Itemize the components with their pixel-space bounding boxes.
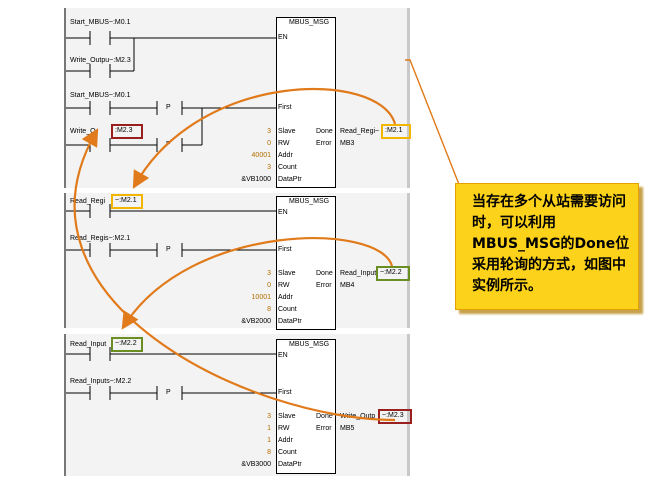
slave-value: 3	[267, 413, 271, 420]
rw-value: 0	[267, 140, 271, 147]
arrow-m2-2-loop	[121, 237, 394, 330]
positive-edge-label: P	[166, 104, 171, 111]
pin-count: Count	[278, 306, 297, 313]
pin-count: Count	[278, 164, 297, 171]
slave-value: 3	[267, 128, 271, 135]
positive-edge-label: P	[166, 246, 171, 253]
highlight-label: ~:M2.3	[382, 412, 404, 419]
highlight-m2-3-red: ~:M2.3	[378, 409, 412, 424]
highlight-m2-2-green: ~:M2.2	[376, 266, 410, 281]
pin-count: Count	[278, 449, 297, 456]
pin-dataptr: DataPtr	[278, 461, 302, 468]
pin-rw: RW	[278, 425, 290, 432]
count-value: 3	[267, 164, 271, 171]
pin-addr: Addr	[278, 437, 293, 444]
pin-first: First	[278, 246, 292, 253]
count-value: 8	[267, 306, 271, 313]
network-2-panel	[64, 193, 410, 328]
scroll-edge	[407, 193, 410, 328]
done-target: Read_Input	[340, 270, 377, 277]
pin-first: First	[278, 104, 292, 111]
pin-error: Error	[316, 140, 332, 147]
arrow-m2-3-loop	[73, 128, 396, 422]
explanation-callout: 当存在多个从站需要访问时，可以利用MBUS_MSG的Done位采用轮询的方式，如…	[455, 183, 639, 310]
dataptr-value: &VB3000	[241, 461, 271, 468]
callout-text: 当存在多个从站需要访问时，可以利用MBUS_MSG的Done位采用轮询的方式，如…	[472, 194, 630, 294]
pin-error: Error	[316, 282, 332, 289]
addr-value: 10001	[251, 294, 271, 301]
contact-label: Write_Outpu~:M2.3	[70, 57, 131, 64]
pin-rw: RW	[278, 282, 290, 289]
addr-value: 1	[267, 437, 271, 444]
error-target: MB3	[340, 140, 355, 147]
pin-dataptr: DataPtr	[278, 176, 302, 183]
pin-slave: Slave	[278, 270, 296, 277]
pin-first: First	[278, 389, 292, 396]
contact-label: Read_Regis~:M2.1	[70, 235, 131, 242]
pin-rw: RW	[278, 140, 290, 147]
contact-label: Start_MBUS~:M0.1	[70, 19, 131, 26]
pin-done: Done	[316, 413, 333, 420]
mbus-msg-block-2[interactable]	[276, 196, 336, 330]
count-value: 8	[267, 449, 271, 456]
mbus-msg-block-1[interactable]	[276, 17, 336, 188]
slave-value: 3	[267, 270, 271, 277]
pin-slave: Slave	[278, 128, 296, 135]
addr-value: 40001	[251, 152, 271, 159]
highlight-label: ~:M2.2	[380, 269, 402, 276]
arrow-m2-1-loop	[132, 87, 397, 189]
pin-error: Error	[316, 425, 332, 432]
rw-value: 1	[267, 425, 271, 432]
block-title: MBUS_MSG	[289, 341, 330, 348]
scroll-edge	[407, 334, 410, 476]
highlight-m2-1-yellow: ~:M2.1	[111, 194, 143, 209]
error-target: MB4	[340, 282, 355, 289]
block-title: MBUS_MSG	[289, 198, 330, 205]
highlight-m2-1-yellow: :M2.1	[381, 124, 411, 139]
pin-done: Done	[316, 270, 333, 277]
highlight-label: :M2.3	[115, 127, 133, 134]
done-target: Read_Regi~	[340, 128, 380, 135]
rw-value: 0	[267, 282, 271, 289]
pin-addr: Addr	[278, 152, 293, 159]
contact-label: Start_MBUS~:M0.1	[70, 92, 131, 99]
pin-addr: Addr	[278, 294, 293, 301]
scroll-edge	[407, 8, 410, 188]
mbus-msg-block-3[interactable]	[276, 339, 336, 474]
pin-dataptr: DataPtr	[278, 318, 302, 325]
error-target: MB5	[340, 425, 355, 432]
highlight-label: :M2.1	[385, 127, 403, 134]
pin-slave: Slave	[278, 413, 296, 420]
highlight-label: ~:M2.1	[115, 197, 137, 204]
pin-en: EN	[278, 352, 288, 359]
pin-en: EN	[278, 34, 288, 41]
block-title: MBUS_MSG	[289, 19, 330, 26]
highlight-m2-3-red: :M2.3	[111, 124, 143, 139]
done-target: Write_Outp	[340, 413, 376, 420]
callout-pointer	[405, 59, 463, 193]
contact-label: Read_Inputs~:M2.2	[70, 378, 132, 385]
network-3-panel	[64, 334, 410, 476]
highlight-label: ~:M2.2	[115, 340, 137, 347]
dataptr-value: &VB1000	[241, 176, 271, 183]
positive-edge-label: P	[166, 389, 171, 396]
pin-done: Done	[316, 128, 333, 135]
contact-label: Read_Input	[70, 341, 107, 348]
pin-en: EN	[278, 209, 288, 216]
dataptr-value: &VB2000	[241, 318, 271, 325]
highlight-m2-2-green: ~:M2.2	[111, 337, 143, 352]
contact-label: Read_Regi	[70, 198, 106, 205]
